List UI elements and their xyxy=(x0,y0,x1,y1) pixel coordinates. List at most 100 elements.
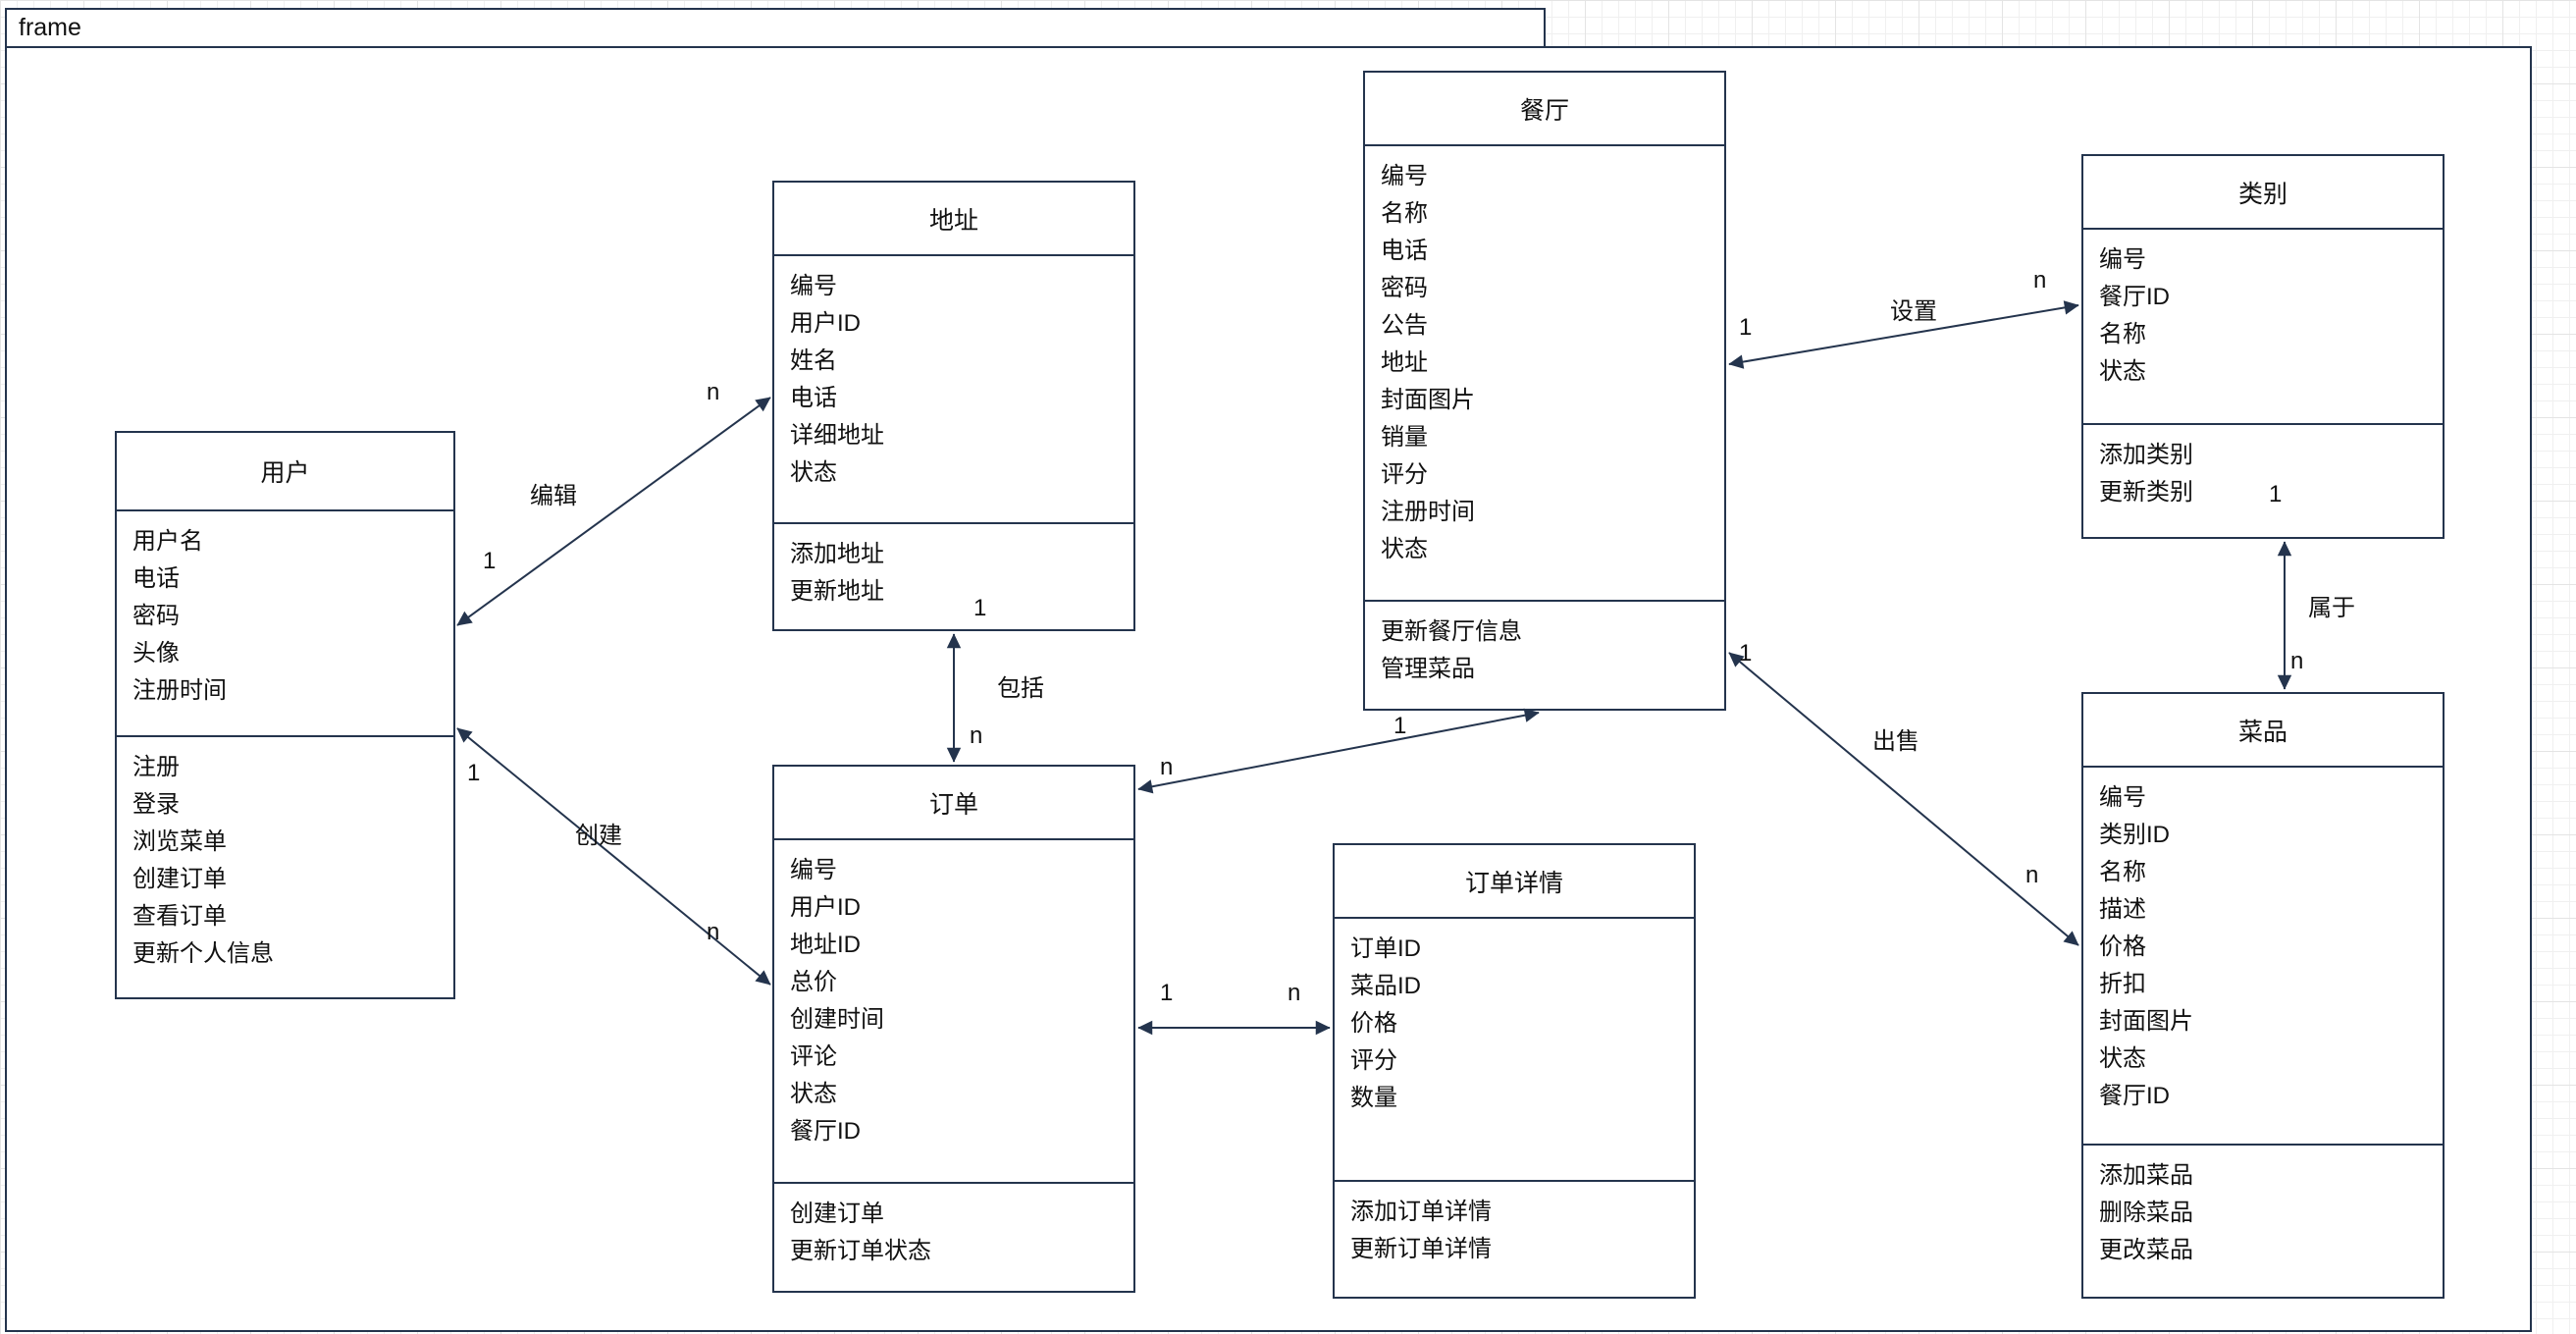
entity-title: 订单详情 xyxy=(1335,845,1694,919)
edge-card-dish-cat-n[interactable]: n xyxy=(2290,648,2304,674)
edge-card-rest-dish-1[interactable]: 1 xyxy=(1739,640,1753,667)
attribute-row: 头像 xyxy=(132,640,180,667)
attribute-row: 状态 xyxy=(790,1081,837,1107)
attribute-row: 编号 xyxy=(1381,163,1428,189)
entity-user[interactable]: 用户 用户名电话密码头像注册时间 注册登录浏览菜单创建订单查看订单更新个人信息 xyxy=(115,431,455,999)
attribute-row: 注册时间 xyxy=(132,677,227,704)
attribute-row: 姓名 xyxy=(790,347,837,374)
method-row: 查看订单 xyxy=(132,903,227,930)
attribute-row: 菜品ID xyxy=(1350,973,1421,999)
method-row: 注册 xyxy=(132,754,180,780)
attribute-row: 密码 xyxy=(1381,275,1428,301)
method-row: 删除菜品 xyxy=(2099,1200,2193,1226)
attribute-row: 销量 xyxy=(1381,424,1428,451)
edge-card-detail-order-n[interactable]: n xyxy=(1288,980,1301,1006)
method-row: 管理菜品 xyxy=(1381,656,1475,682)
edge-card-address-n[interactable]: n xyxy=(707,379,720,405)
attribute-row: 状态 xyxy=(2099,358,2146,385)
attribute-row: 状态 xyxy=(790,459,837,486)
method-row: 添加类别 xyxy=(2099,442,2193,468)
entity-title: 地址 xyxy=(774,183,1133,256)
entity-methods: 更新餐厅信息管理菜品 xyxy=(1365,602,1724,709)
attribute-row: 编号 xyxy=(2099,246,2146,273)
entity-title: 类别 xyxy=(2083,156,2443,230)
attribute-row: 注册时间 xyxy=(1381,499,1475,525)
attribute-row: 封面图片 xyxy=(2099,1008,2193,1035)
edge-card-user-1[interactable]: 1 xyxy=(483,548,497,574)
edge-card-user-create-1[interactable]: 1 xyxy=(467,760,481,786)
attribute-row: 地址 xyxy=(1381,349,1428,376)
edge-card-dish-rest-n[interactable]: n xyxy=(2025,862,2039,888)
attribute-row: 总价 xyxy=(790,969,837,995)
edge-card-address-1[interactable]: 1 xyxy=(973,595,987,621)
attribute-row: 餐厅ID xyxy=(790,1118,861,1145)
entity-restaurant[interactable]: 餐厅 编号名称电话密码公告地址封面图片销量评分注册时间状态 更新餐厅信息管理菜品 xyxy=(1363,71,1726,711)
attribute-row: 封面图片 xyxy=(1381,387,1475,413)
edge-label-create[interactable]: 创建 xyxy=(575,823,622,849)
method-row: 添加地址 xyxy=(790,541,884,567)
method-row: 更新个人信息 xyxy=(132,940,274,967)
attribute-row: 数量 xyxy=(1350,1085,1397,1111)
attribute-row: 价格 xyxy=(2099,934,2146,960)
method-row: 更新订单详情 xyxy=(1350,1236,1492,1262)
entity-methods: 添加订单详情更新订单详情 xyxy=(1335,1182,1694,1297)
edge-label-belong[interactable]: 属于 xyxy=(2308,595,2355,621)
edge-card-order-create-n[interactable]: n xyxy=(707,919,720,945)
edge-card-rest-cat-1[interactable]: 1 xyxy=(1739,314,1753,341)
edge-card-rest-order-1[interactable]: 1 xyxy=(1393,713,1407,739)
attribute-row: 评分 xyxy=(1350,1047,1397,1074)
attribute-row: 名称 xyxy=(2099,321,2146,347)
method-row: 创建订单 xyxy=(132,866,227,892)
attribute-row: 订单ID xyxy=(1350,935,1421,962)
attribute-row: 餐厅ID xyxy=(2099,1083,2170,1109)
edge-card-order-detail-1[interactable]: 1 xyxy=(1160,980,1174,1006)
attribute-row: 折扣 xyxy=(2099,971,2146,997)
attribute-row: 用户ID xyxy=(790,310,861,337)
edge-label-include[interactable]: 包括 xyxy=(997,675,1044,702)
entity-title: 餐厅 xyxy=(1365,73,1724,146)
edge-label-edit[interactable]: 编辑 xyxy=(530,483,577,509)
entity-title: 用户 xyxy=(117,433,453,511)
attribute-row: 编号 xyxy=(790,273,837,299)
attribute-row: 类别ID xyxy=(2099,822,2170,848)
attribute-row: 电话 xyxy=(132,565,180,592)
attribute-row: 公告 xyxy=(1381,312,1428,339)
method-row: 更新地址 xyxy=(790,578,884,605)
entity-title: 菜品 xyxy=(2083,694,2443,768)
attribute-row: 状态 xyxy=(1381,536,1428,562)
attribute-row: 用户名 xyxy=(132,528,203,555)
edge-card-order-n[interactable]: n xyxy=(970,722,983,749)
attribute-row: 评分 xyxy=(1381,461,1428,488)
method-row: 更改菜品 xyxy=(2099,1237,2193,1263)
method-row: 添加订单详情 xyxy=(1350,1199,1492,1225)
frame-title: frame xyxy=(19,14,81,41)
entity-title: 订单 xyxy=(774,767,1133,840)
method-row: 登录 xyxy=(132,791,180,818)
attribute-row: 名称 xyxy=(2099,859,2146,885)
method-row: 创建订单 xyxy=(790,1201,884,1227)
attribute-row: 用户ID xyxy=(790,894,861,921)
edge-label-sell[interactable]: 出售 xyxy=(1872,728,1919,755)
edge-label-set[interactable]: 设置 xyxy=(1890,298,1937,325)
attribute-row: 编号 xyxy=(790,857,837,883)
attribute-row: 编号 xyxy=(2099,784,2146,811)
edge-card-order-rest-n[interactable]: n xyxy=(1160,754,1174,780)
attribute-row: 创建时间 xyxy=(790,1006,884,1033)
attribute-row: 状态 xyxy=(2099,1045,2146,1072)
edge-card-cat-dish-1[interactable]: 1 xyxy=(2269,481,2283,507)
attribute-row: 评论 xyxy=(790,1043,837,1070)
method-row: 浏览菜单 xyxy=(132,828,227,855)
entity-attributes: 编号名称电话密码公告地址封面图片销量评分注册时间状态 xyxy=(1365,146,1724,602)
frame-tab[interactable]: frame xyxy=(5,8,1546,48)
edge-card-cat-rest-n[interactable]: n xyxy=(2033,267,2047,293)
attribute-row: 详细地址 xyxy=(790,422,884,449)
attribute-row: 描述 xyxy=(2099,896,2146,923)
